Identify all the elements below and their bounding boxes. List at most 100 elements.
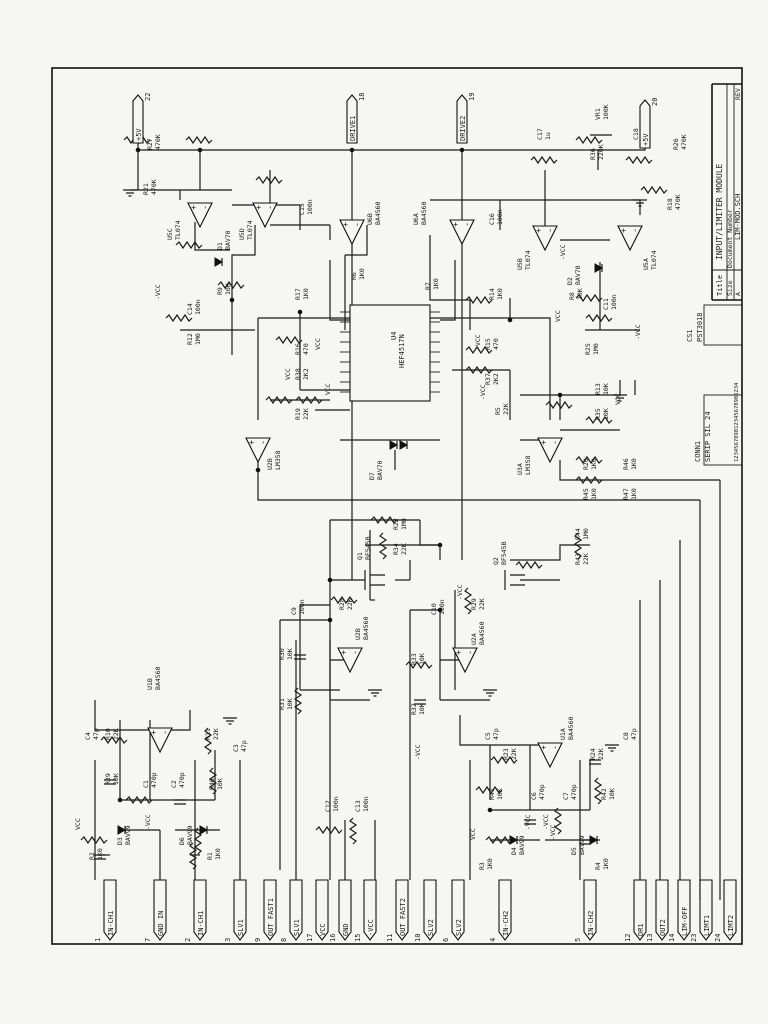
component-label: R29 [470,598,478,610]
component-label: 10K [286,648,294,660]
port-bottom-number: 7 [144,938,152,942]
resistor [463,587,473,615]
component-label: 47p [92,728,100,740]
resistor [125,795,153,805]
component-label: 100K [602,104,610,120]
port-bottom-label: GND IN [157,911,165,936]
port-bottom-number: 24 [714,934,722,942]
component-label: 1K0 [590,488,598,500]
port-top [346,94,358,144]
op-amp-plus: + [339,650,348,655]
op-amp-minus: - [463,222,472,227]
component-label: C5 [484,732,492,740]
op-amp-minus: - [161,730,170,735]
resistor [348,817,358,845]
component-label: BA4560 [567,716,575,740]
port-top-label: DRIVE1 [349,116,357,141]
component-label: 1K0 [630,488,638,500]
component-label: -VCC [542,814,550,830]
component-label: R21 [142,183,150,195]
component-label: 1K0 [602,858,610,870]
ground-symbol [368,689,382,697]
component-label: R30 [278,648,286,660]
component-label: R25 [584,343,592,355]
wire [94,700,191,731]
component-label: R33 [410,653,418,665]
resistor [203,727,213,755]
component-label: 2K2 [302,368,310,380]
component-label: R8 [568,292,576,300]
port-bottom-number: 12 [624,934,632,942]
junction [487,807,493,813]
component-label: 1K0 [590,458,598,470]
op-amp-minus: - [466,650,475,655]
component-label: 47p [240,740,248,752]
port-bottom-label: IN-CH2 [587,911,595,936]
component-label: C11 [602,298,610,310]
op-amp-plus: + [247,440,256,445]
junction [459,147,465,153]
component-label: R47 [622,488,630,500]
component-label: 1K0 [496,288,504,300]
port-bottom-label: DR1 [637,923,645,936]
resistor [593,777,603,805]
capacitor [524,819,536,825]
component-label: U5D [238,228,246,240]
component-label: BA4560 [420,201,428,225]
port-bottom-number: 10 [414,934,422,942]
resistor [515,560,543,570]
wire [257,470,700,501]
port-top [132,94,144,144]
component-label: BF545B [500,541,508,565]
component-label: 10K [496,788,504,800]
component-label: -VCC [144,814,152,830]
component-label: -VCC [634,324,642,340]
component-label: R35 [594,408,602,420]
component-label: C1 [142,780,150,788]
resistor [625,155,653,165]
resistor [485,835,513,845]
title-block-text: REV [734,88,742,100]
capacitor [579,839,591,845]
component-label: 1K0 [358,268,366,280]
resistor [465,365,493,375]
resistor [405,660,433,670]
junction [255,467,261,473]
jfet-q1 [364,570,385,590]
junction [349,147,355,153]
component-label: U3A [516,463,524,475]
component-label: BAV99 [578,835,586,855]
component-label: -VCC [456,584,464,600]
diode [117,825,127,835]
component-label: R22 [392,518,400,530]
wire [194,222,230,251]
diode [589,835,599,845]
wire [559,460,720,481]
port-bottom-label: OUT FAST1 [267,898,275,936]
component-label: -VCC [549,824,557,840]
diode [594,263,604,273]
port-bottom [315,879,329,941]
component-label: 1M0 [194,333,202,345]
component-label: 470K [150,179,158,195]
component-label: BAV99 [518,835,526,855]
component-label: 10K [576,288,584,300]
resistor [275,335,303,345]
op-amp: -+ [147,727,173,754]
resistor [530,155,558,165]
port-bottom [677,879,691,941]
component-label: 22K [302,408,310,420]
component-label: D2 [566,277,574,285]
op-amp-minus: - [351,650,360,655]
component-label: 100n [362,796,370,812]
op-amp: -+ [537,437,563,464]
op-amp-body [537,437,563,464]
op-amp-body [147,727,173,754]
port-top-label: +5V [135,128,143,141]
component-label: 100n [610,294,618,310]
component-label: R19 [294,408,302,420]
component-label: R15 [484,338,492,350]
resistor [585,313,613,323]
port-bottom-label: SLV1 [237,919,245,936]
